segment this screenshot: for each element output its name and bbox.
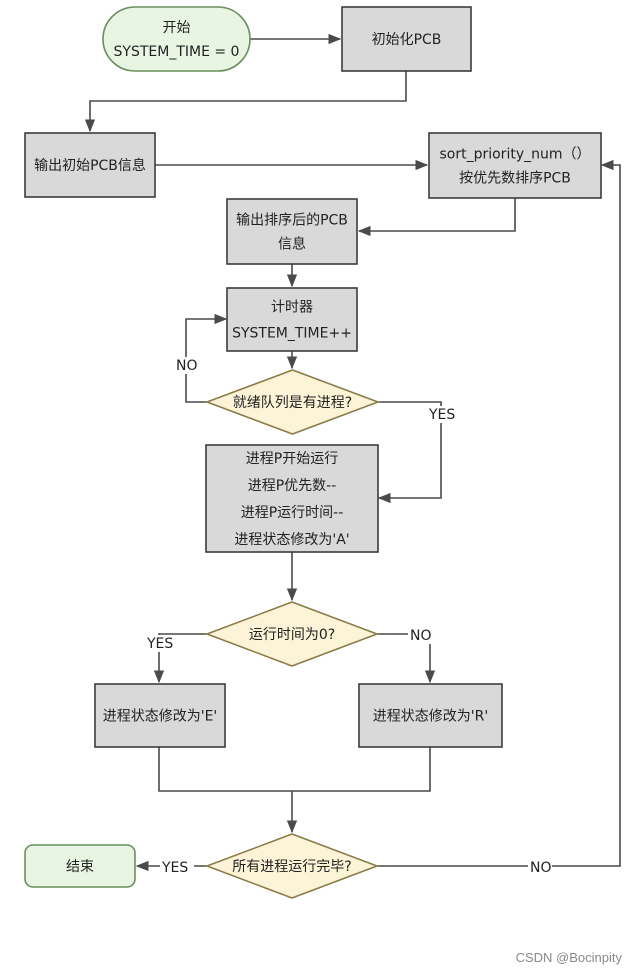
node-sort: sort_priority_num（） 按优先数排序PCB xyxy=(428,132,602,199)
node-state-r-line-1: 进程状态修改为'R' xyxy=(373,709,488,725)
node-print-sorted-line-1: 输出排序后的PCB xyxy=(236,213,348,229)
node-run-line-2: 进程P优先数-- xyxy=(248,478,337,494)
node-init-pcb-shape xyxy=(341,6,472,72)
node-run-line-3: 进程P运行时间-- xyxy=(241,505,344,521)
edge-label-bg-time-no xyxy=(408,627,432,644)
edge-ready-yes xyxy=(377,401,442,504)
edge-label-bg-ready-yes xyxy=(427,406,461,423)
node-print-sorted-line-2: 信息 xyxy=(278,236,306,253)
node-state-r-shape xyxy=(358,683,503,748)
node-start-shape xyxy=(102,6,251,72)
node-start: 开始 SYSTEM_TIME = 0 xyxy=(102,6,251,72)
node-start-line-2: SYSTEM_TIME = 0 xyxy=(114,44,240,60)
node-print-init-shape xyxy=(24,132,156,198)
node-run-line-4: 进程状态修改为'A' xyxy=(234,532,349,548)
node-init-pcb: 初始化PCB xyxy=(341,6,472,72)
edge-time-yes xyxy=(153,633,207,684)
node-state-e-line-1: 进程状态修改为'E' xyxy=(103,709,218,725)
edge-init-print xyxy=(84,71,407,133)
node-sort-line-1: sort_priority_num（） xyxy=(439,147,590,163)
node-state-e-shape xyxy=(94,683,226,748)
node-ready-check-line-1: 就绪队列是有进程? xyxy=(233,395,352,411)
node-print-init-line-1: 输出初始PCB信息 xyxy=(34,157,146,174)
node-sort-line-2: 按优先数排序PCB xyxy=(459,171,571,187)
node-sort-shape xyxy=(428,132,602,199)
node-state-r: 进程状态修改为'R' xyxy=(358,683,503,748)
edge-label-ready-yes: YES xyxy=(428,407,455,423)
edge-merge xyxy=(158,747,431,792)
edge-label-bg-ready-no xyxy=(174,357,198,374)
edge-sort-printsorted xyxy=(357,198,516,237)
node-print-sorted-shape xyxy=(226,198,358,265)
node-run-line-1: 进程P开始运行 xyxy=(246,451,338,467)
node-end-shape xyxy=(24,844,136,888)
node-timer-line-1: 计时器 xyxy=(271,300,313,316)
node-timer-shape xyxy=(226,287,358,352)
node-start-line-1: 开始 xyxy=(163,20,191,36)
node-run-shape xyxy=(205,444,379,553)
node-time-zero: 运行时间为0? xyxy=(204,601,380,667)
node-ready-check-shape xyxy=(204,369,381,435)
edge-label-done-no: NO xyxy=(530,860,552,876)
node-end: 结束 xyxy=(24,844,136,888)
node-print-init: 输出初始PCB信息 xyxy=(24,132,156,198)
node-init-pcb-line-1: 初始化PCB xyxy=(372,31,442,48)
edge-label-bg-done-yes xyxy=(160,859,194,876)
edge-done-no xyxy=(377,159,621,867)
node-print-sorted: 输出排序后的PCB 信息 xyxy=(226,198,358,265)
node-all-done: 所有进程运行完毕? xyxy=(204,833,380,899)
edge-label-done-yes: YES xyxy=(161,860,188,876)
node-state-e: 进程状态修改为'E' xyxy=(94,683,226,748)
node-ready-check: 就绪队列是有进程? xyxy=(204,369,381,435)
node-all-done-shape xyxy=(204,833,380,899)
node-time-zero-shape xyxy=(204,601,380,667)
node-timer: 计时器 SYSTEM_TIME++ xyxy=(226,287,358,352)
edge-label-ready-no: NO xyxy=(176,358,198,374)
edge-label-time-yes: YES xyxy=(146,636,173,652)
watermark: CSDN @Bocinpity xyxy=(515,950,622,965)
node-end-line-1: 结束 xyxy=(66,859,94,875)
edge-label-bg-time-yes xyxy=(145,635,179,652)
node-timer-line-2: SYSTEM_TIME++ xyxy=(232,326,352,342)
edge-label-bg-done-no xyxy=(528,859,552,876)
edge-label-time-no: NO xyxy=(410,628,432,644)
node-time-zero-line-1: 运行时间为0? xyxy=(249,627,335,643)
node-all-done-line-1: 所有进程运行完毕? xyxy=(232,859,351,875)
